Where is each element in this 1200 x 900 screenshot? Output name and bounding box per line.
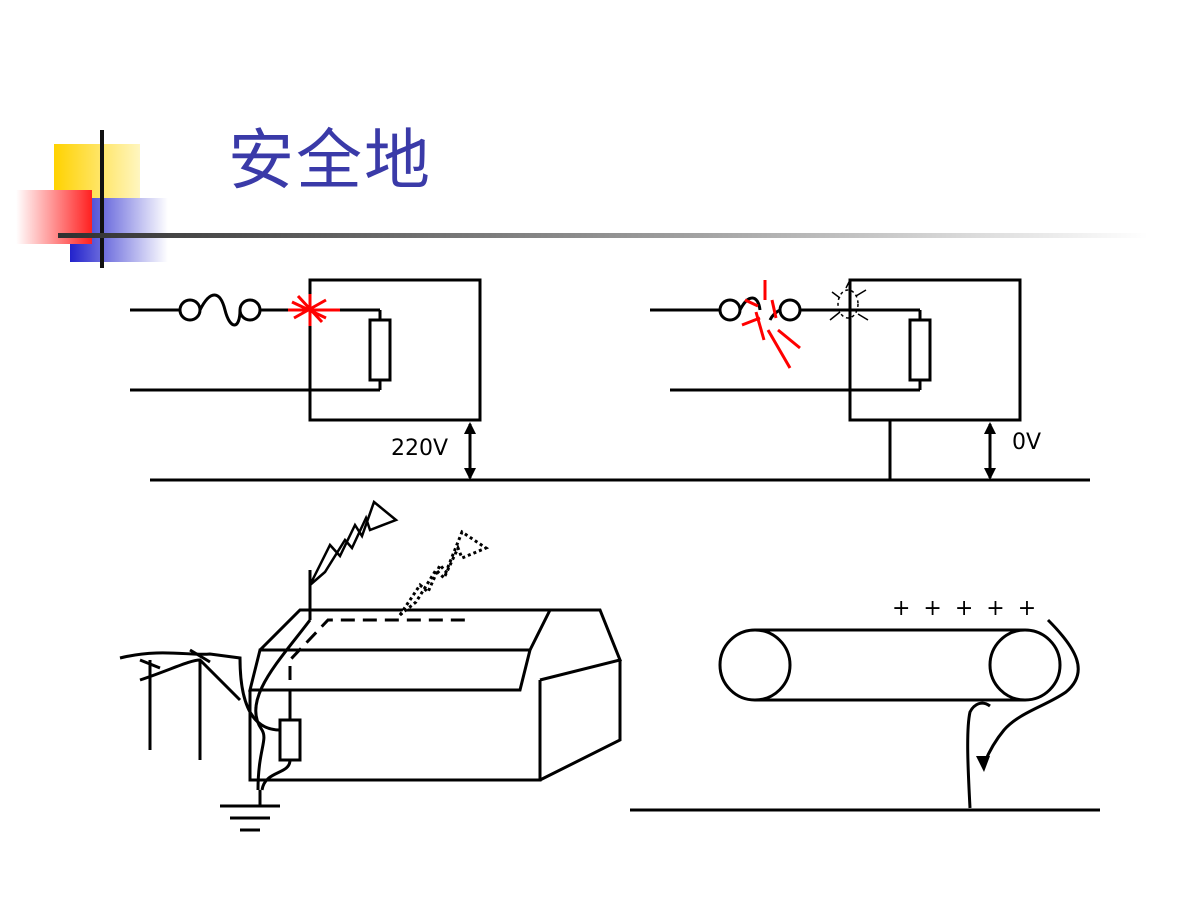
- right-blown-fuse-icon: [718, 296, 802, 322]
- earth-ground-icon: [220, 790, 280, 832]
- belt-charge-label: + + + + +: [892, 596, 1040, 621]
- left-circuit: [130, 278, 482, 480]
- belt-pulley-right: [988, 628, 1062, 702]
- conveyor-belt: [630, 618, 1100, 812]
- right-enclosure: [848, 278, 1022, 422]
- title-rule: [58, 233, 1148, 238]
- equipment-internal-resistor: [278, 718, 302, 762]
- belt-pulley-left: [718, 628, 792, 702]
- left-voltage-label: 220V: [391, 436, 449, 461]
- dotted-lightning-icon: [398, 529, 490, 617]
- lightning-bolt-icon: [308, 499, 399, 586]
- left-enclosure: [308, 278, 482, 422]
- left-voltage-arrow: [464, 422, 476, 480]
- fuse-blow-spark-icon: [741, 280, 801, 369]
- right-circuit: [650, 278, 1022, 480]
- slide-title: 安全地: [228, 122, 432, 199]
- grounded-equipment: [119, 499, 623, 832]
- deco-vertical-bar: [100, 130, 104, 268]
- left-load-resistor: [368, 318, 392, 382]
- right-voltage-label: 0V: [1012, 430, 1042, 455]
- right-voltage-arrow: [984, 422, 996, 480]
- left-short-spark-icon: [288, 294, 340, 326]
- left-fuse-icon: [178, 293, 262, 327]
- right-load-resistor: [908, 318, 932, 382]
- discharge-arrow-icon: [976, 756, 990, 772]
